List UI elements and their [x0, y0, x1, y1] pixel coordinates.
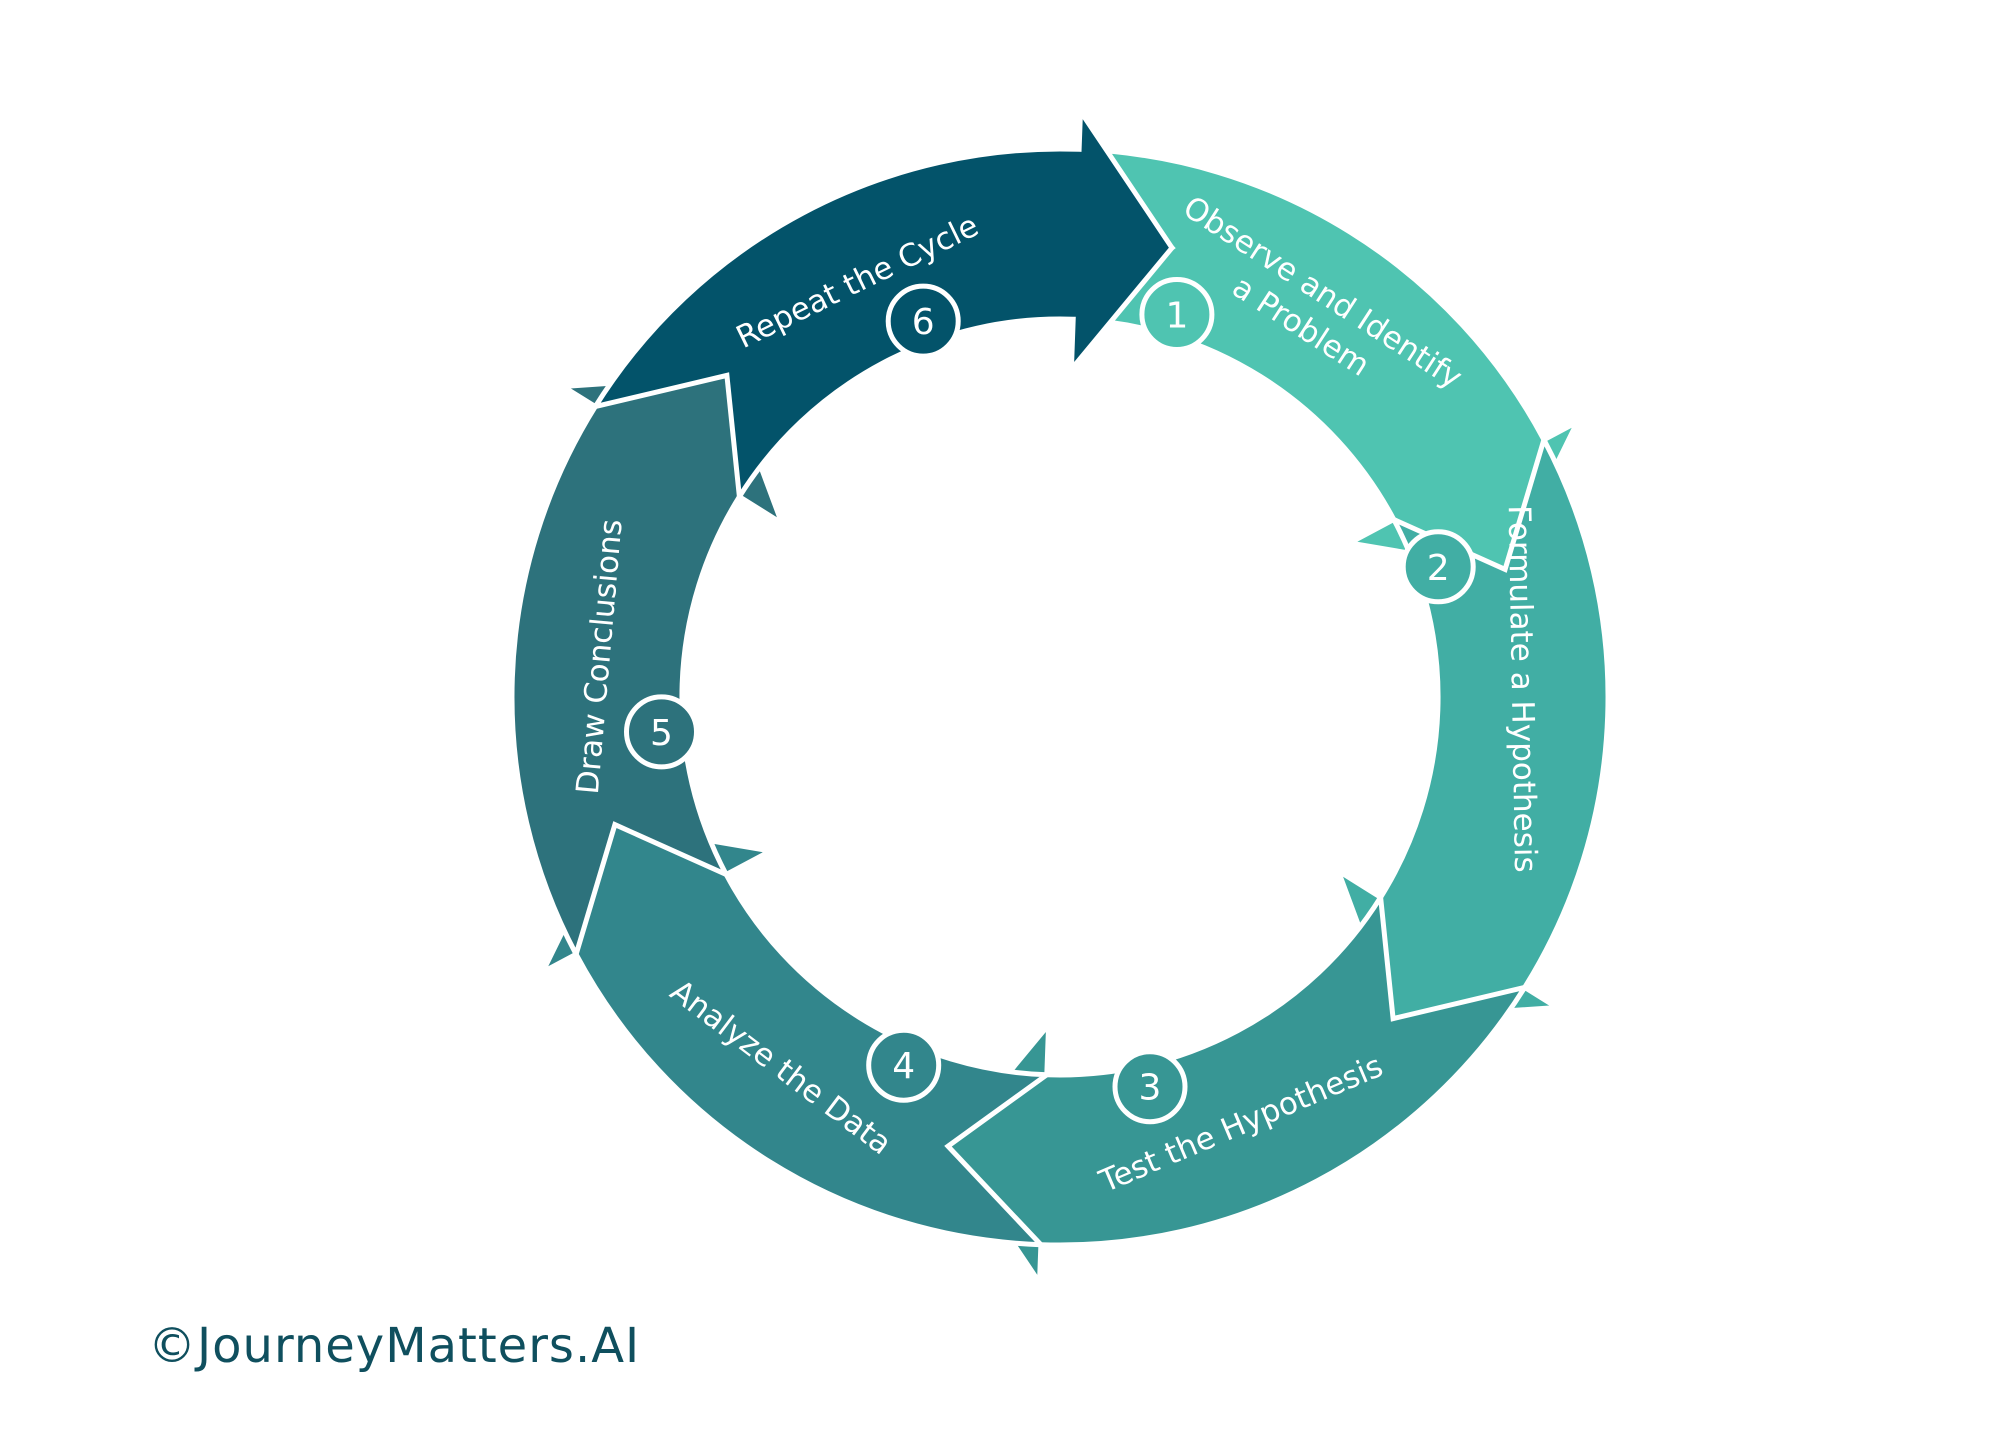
- stage-1-badge: 1: [1139, 277, 1215, 352]
- stage-5-badge: 5: [624, 694, 699, 770]
- stage-3-arrow: [944, 889, 1531, 1291]
- stage-5-badge-circle: [624, 694, 699, 770]
- stage-1-badge-circle: [1139, 277, 1215, 352]
- stage-2-badge: 2: [1400, 529, 1476, 605]
- copyright-text: ©JourneyMatters.AI: [148, 1318, 641, 1374]
- stage-3-badge: 3: [1112, 1049, 1188, 1125]
- stage-3-badge-circle: [1112, 1049, 1188, 1125]
- stage-2-badge-number: 2: [1427, 548, 1450, 589]
- arrows-layer: [509, 103, 1611, 1291]
- stage-3-badge-number: 3: [1139, 1068, 1162, 1109]
- stage-4-arrow: [536, 821, 1055, 1248]
- stage-2-label: Formulate a Hypothesis: [1501, 505, 1543, 873]
- badges-layer: 1 2 3 4 5 6: [624, 277, 1476, 1125]
- stage-6-arrow: [589, 103, 1176, 505]
- stage-2-label-line: Formulate a Hypothesis: [1501, 505, 1543, 873]
- stage-5-badge-number: 5: [650, 713, 673, 754]
- stage-4-badge-number: 4: [892, 1046, 915, 1087]
- stage-4-badge-circle: [866, 1027, 942, 1103]
- stage-1-badge-number: 1: [1165, 296, 1188, 337]
- stage-6-badge-circle: [885, 283, 961, 359]
- stage-6-badge-number: 6: [912, 302, 935, 343]
- stage-6-badge: 6: [885, 283, 961, 359]
- stage-4-badge: 4: [866, 1027, 942, 1103]
- stage-2-badge-circle: [1400, 529, 1476, 605]
- stage-2-arrow: [1333, 433, 1611, 1022]
